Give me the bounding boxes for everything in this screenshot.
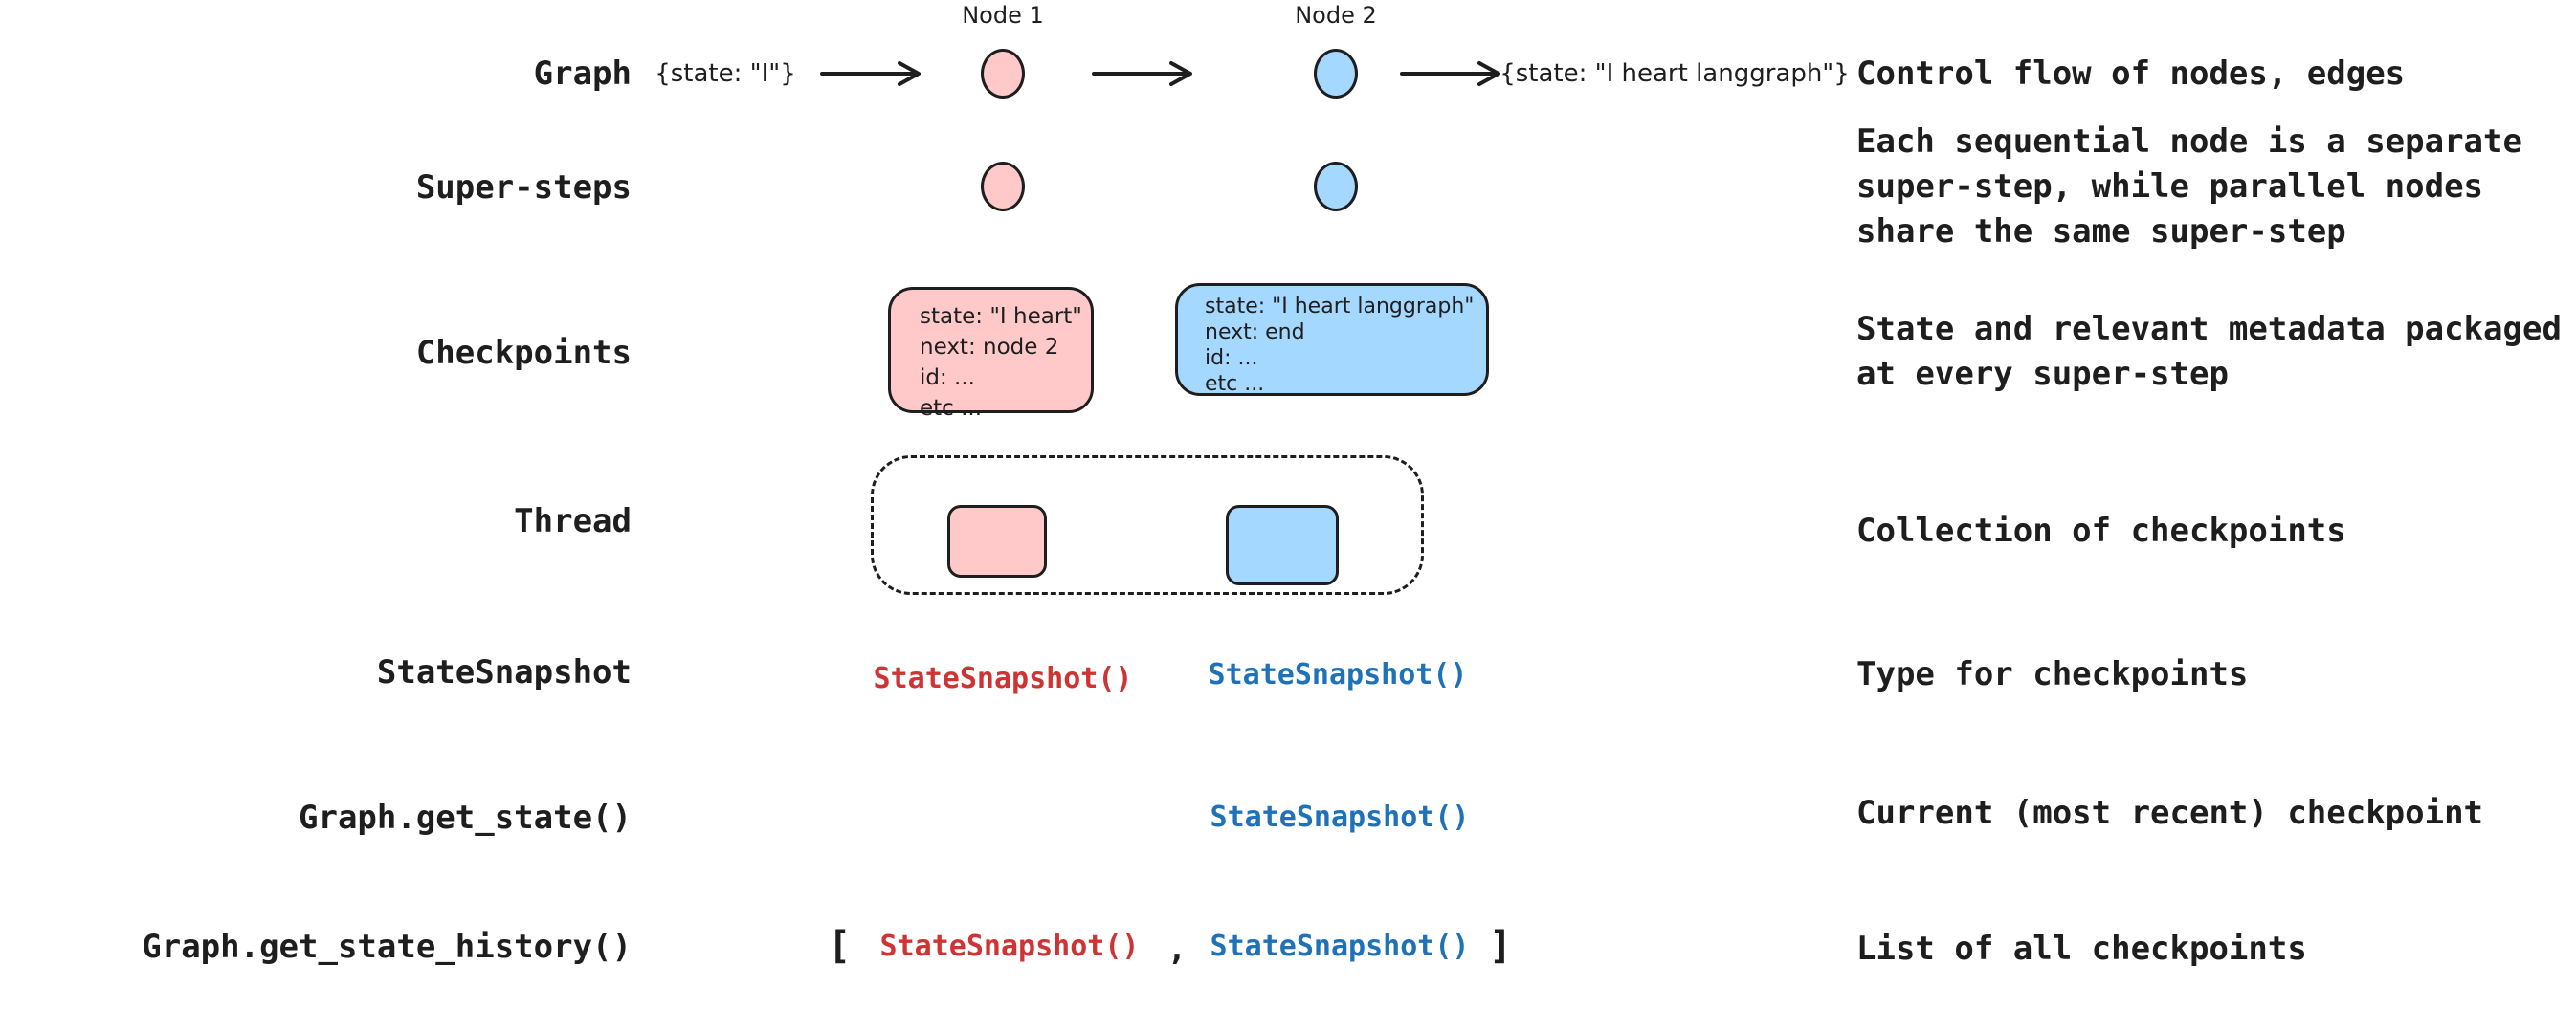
description-get-state-history: List of all checkpoints: [1856, 930, 2307, 968]
super-step-node-1: [981, 162, 1025, 211]
node1-label: Node 1: [962, 2, 1044, 29]
description-get-state: Current (most recent) checkpoint: [1856, 794, 2484, 832]
description-line: at every super-step: [1856, 355, 2229, 393]
description-line: Each sequential node is a separate: [1856, 122, 2522, 161]
description-line: super-step, while parallel nodes: [1856, 167, 2484, 206]
history-snapshot-red: StateSnapshot(): [879, 930, 1140, 963]
statesnapshot-call-blue: StateSnapshot(): [1208, 658, 1468, 692]
get-state-result: StateSnapshot(): [1210, 801, 1470, 834]
statesnapshot-call-red: StateSnapshot(): [873, 662, 1133, 695]
output-state-annotation: {state: "I heart langgraph"}: [1499, 59, 1850, 88]
checkpoint-field: next: node 2: [920, 335, 1059, 360]
arrow-right-icon: [820, 61, 921, 86]
list-open-bracket: [: [827, 924, 852, 968]
description-line: share the same super-step: [1856, 212, 2346, 251]
thread-checkpoint-2: [1226, 505, 1339, 585]
row-label-checkpoints: Checkpoints: [415, 334, 632, 372]
description-checkpoints: State and relevant metadata packaged at …: [1856, 307, 2562, 397]
node-2-circle: [1314, 49, 1358, 99]
description-thread: Collection of checkpoints: [1856, 512, 2346, 550]
checkpoint-field: id: ...: [920, 365, 975, 390]
description-statesnapshot: Type for checkpoints: [1856, 655, 2249, 693]
checkpoint-field: state: "I heart langgraph": [1205, 295, 1475, 318]
checkpoint-card-1: state: "I heart" next: node 2 id: ... et…: [888, 287, 1094, 421]
thread-checkpoint-1: [947, 505, 1047, 578]
checkpoint-field: id: ...: [1205, 346, 1258, 370]
row-label-statesnapshot: StateSnapshot: [376, 653, 632, 692]
row-label-get-state: Graph.get_state(): [299, 799, 632, 837]
row-label-get-state-history: Graph.get_state_history(): [142, 928, 632, 966]
super-step-node-2: [1314, 162, 1358, 211]
node-1-circle: [981, 49, 1025, 99]
thread-dashed-container: [871, 455, 1424, 595]
row-label-thread: Thread: [514, 502, 632, 540]
list-comma: ,: [1166, 930, 1188, 968]
checkpoint-field: next: end: [1205, 320, 1305, 344]
list-close-bracket: ]: [1488, 924, 1513, 968]
node2-label: Node 2: [1295, 2, 1377, 29]
arrow-right-icon: [1400, 61, 1500, 86]
input-state-annotation: {state: "I"}: [655, 59, 796, 88]
checkpoint-field: state: "I heart": [920, 304, 1082, 329]
arrow-right-icon: [1092, 61, 1192, 86]
description-super-steps: Each sequential node is a separate super…: [1856, 120, 2522, 254]
description-graph: Control flow of nodes, edges: [1856, 55, 2406, 93]
row-label-super-steps: Super-steps: [415, 168, 632, 207]
checkpoint-card-2: state: "I heart langgraph" next: end id:…: [1175, 283, 1489, 396]
row-label-graph: Graph: [533, 55, 632, 93]
checkpoint-field: etc ...: [920, 396, 983, 421]
description-line: State and relevant metadata packaged: [1856, 310, 2562, 348]
checkpoint-field: etc ...: [1205, 372, 1265, 396]
history-snapshot-blue: StateSnapshot(): [1210, 930, 1470, 963]
